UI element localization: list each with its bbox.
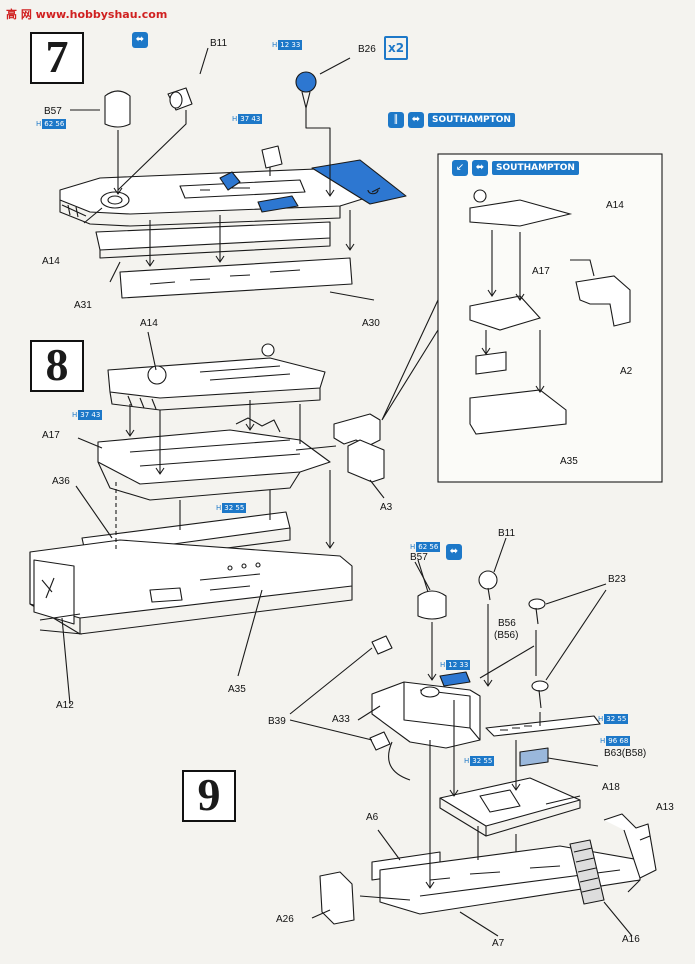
blue-gem <box>219 171 241 191</box>
part-a13 <box>603 813 657 879</box>
label-b56: B56 <box>498 618 516 629</box>
label-a13: A13 <box>656 802 674 813</box>
label-a30: A30 <box>362 318 380 329</box>
label-a7: A7 <box>492 938 505 949</box>
inset-detail <box>381 153 663 483</box>
southampton-badge-inset: SOUTHAMPTON <box>492 161 579 175</box>
glue-icon: ⬌ <box>472 160 488 176</box>
label-a17-inset: A17 <box>532 266 550 277</box>
glue-icon: ⬌ <box>132 32 148 48</box>
step-9-box: 9 <box>182 770 236 822</box>
part-a16 <box>569 839 605 905</box>
paint-icon: ∥ <box>388 112 404 128</box>
part-a18 <box>439 777 581 827</box>
step9-module-a33 <box>371 681 601 749</box>
label-a18: A18 <box>602 782 620 793</box>
label-b57: B57 <box>44 106 62 117</box>
part-b57 <box>104 90 131 128</box>
part-a3 <box>333 413 385 483</box>
watermark: 高 网 www.hobbyshau.com <box>6 8 168 21</box>
part-b63 <box>519 747 549 767</box>
label-a35: A35 <box>228 684 246 695</box>
part-a26 <box>319 871 355 925</box>
label-a16: A16 <box>622 934 640 945</box>
label-b11: B11 <box>210 38 228 49</box>
label-b23: B23 <box>608 574 626 585</box>
label-a31: A31 <box>74 300 92 311</box>
southampton-badge: SOUTHAMPTON <box>428 113 515 127</box>
step8-hull-a35 <box>29 539 353 635</box>
label-a14-inset: A14 <box>606 200 624 211</box>
label-a17: A17 <box>42 430 60 441</box>
step8-deck-a14 <box>107 343 326 411</box>
glue-icon: ⬌ <box>408 112 424 128</box>
label-a2: A2 <box>620 366 633 377</box>
label-a12: A12 <box>56 700 74 711</box>
label-b26: B26 <box>358 44 376 55</box>
label-a6: A6 <box>366 812 379 823</box>
blue-small-plate <box>257 195 299 213</box>
part-a30 <box>119 257 353 299</box>
step-7-box: 7 <box>30 32 84 84</box>
label-a14: A14 <box>42 256 60 267</box>
label-a14-s8: A14 <box>140 318 158 329</box>
label-a35-inset: A35 <box>560 456 578 467</box>
glue-icon: ⬌ <box>446 544 462 560</box>
tweezer-icon: ↙ <box>452 160 468 176</box>
label-a26: A26 <box>276 914 294 925</box>
blue-part-b56 <box>439 671 471 687</box>
blue-plate <box>311 159 407 205</box>
label-b11-s9: B11 <box>498 528 516 539</box>
label-b57-s9: B57 <box>410 552 428 563</box>
label-b56-alt: (B56) <box>494 630 519 641</box>
label-a33: A33 <box>332 714 350 725</box>
quantity-x2: x2 <box>384 36 408 60</box>
label-b39: B39 <box>268 716 286 727</box>
label-b63: B63(B58) <box>604 748 647 759</box>
step8-frame-a17 <box>97 417 331 501</box>
label-a3: A3 <box>380 502 393 513</box>
label-a36: A36 <box>52 476 70 487</box>
step-8-box: 8 <box>30 340 84 392</box>
